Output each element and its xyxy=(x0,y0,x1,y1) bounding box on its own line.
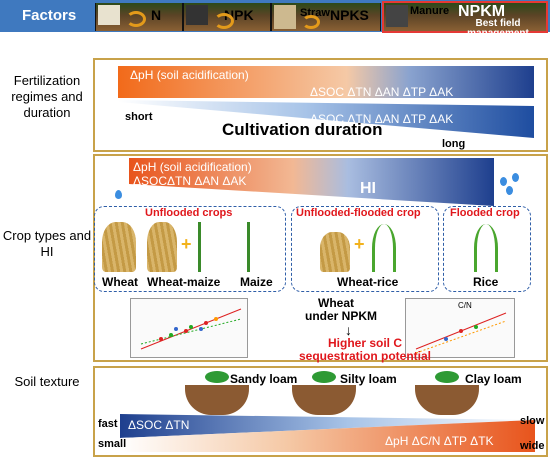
wheat-maize-label: Wheat-maize xyxy=(147,275,221,289)
water-drop-icon xyxy=(512,173,519,182)
water-drop-icon xyxy=(506,186,513,195)
factors-label: Factors xyxy=(22,7,77,24)
soil-ph-cn-label: ΔpH ΔC/N ΔTP ΔTK xyxy=(385,434,494,448)
curved-arrow-icon xyxy=(126,11,146,27)
npkm-label: NPKM xyxy=(458,3,506,20)
down-arrow-icon: ↓ xyxy=(345,322,352,338)
rice-icon xyxy=(474,224,498,272)
clay-loam-label: Clay loam xyxy=(465,372,522,386)
fertilizer-bag-icon xyxy=(98,5,120,25)
seedling-icon xyxy=(312,371,336,383)
curved-arrow-icon xyxy=(214,13,234,29)
straw-icon xyxy=(274,5,296,29)
unflooded-flooded-title: Unflooded-flooded crop xyxy=(296,207,421,219)
scatter-plot-left xyxy=(130,298,248,358)
crops-label: Crop types and HI xyxy=(2,224,92,264)
plus-icon: + xyxy=(354,234,365,254)
cn-label: C/N xyxy=(458,301,472,310)
fertilizer-bag-icon xyxy=(186,5,208,25)
flooded-title: Flooded crop xyxy=(450,207,520,219)
wide-label: wide xyxy=(520,440,545,452)
wheat-icon xyxy=(102,222,136,272)
clay-pot-icon xyxy=(415,385,479,415)
nutrient-labels-bottom: ΔSOC ΔTN ΔAN ΔTP ΔAK xyxy=(310,112,454,126)
bottom-wedge xyxy=(118,100,534,138)
ph-acidification-label: ΔpH (soil acidification) xyxy=(130,68,249,82)
tile-npks: Straw NPKS xyxy=(271,3,381,31)
wheat-icon xyxy=(320,232,350,272)
crops-nutrient-label: ΔSOCΔTN ΔAN ΔAK xyxy=(133,174,247,188)
npkm-wheat-line1: Wheat xyxy=(318,296,354,310)
wheat-rice-label: Wheat-rice xyxy=(337,275,399,289)
seedling-icon xyxy=(435,371,459,383)
unflooded-title: Unflooded crops xyxy=(145,207,233,219)
tile-n: N xyxy=(95,3,183,31)
crops-wedge xyxy=(129,158,494,206)
hi-label: HI xyxy=(360,180,376,197)
unflooded-group xyxy=(94,206,286,292)
slow-label: slow xyxy=(520,415,545,427)
seedling-icon xyxy=(205,371,229,383)
best-management-label: Best field management xyxy=(467,18,529,39)
higher-potential-line2: sequestration potential xyxy=(298,349,432,363)
soil-soc-tn-label: ΔSOC ΔTN xyxy=(128,418,190,432)
small-label: small xyxy=(98,438,127,450)
short-label: short xyxy=(125,111,153,123)
cow-icon xyxy=(386,5,408,27)
tile-npkm: Manure NPKM Best field management xyxy=(382,1,548,39)
maize-icon xyxy=(247,222,267,272)
silty-pot-icon xyxy=(292,385,356,415)
soil-wedges xyxy=(120,414,535,452)
water-drop-icon xyxy=(115,190,122,199)
sandy-loam-label: Sandy loam xyxy=(230,372,298,386)
fertilization-wedges xyxy=(118,66,534,138)
water-drop-icon xyxy=(500,177,507,186)
tile-npk: NPK xyxy=(183,3,271,31)
unflooded-flooded-group xyxy=(291,206,439,292)
wheat-icon xyxy=(147,222,177,272)
maize-icon xyxy=(198,222,218,272)
soil-label: Soil texture xyxy=(2,372,92,392)
higher-potential-line1: Higher soil C xyxy=(327,336,402,350)
curved-arrow-icon xyxy=(302,15,320,29)
silty-loam-label: Silty loam xyxy=(340,372,397,386)
npkm-wheat-line2: under NPKM xyxy=(305,309,377,323)
crops-ph-label: ΔpH (soil acidification) xyxy=(133,160,252,174)
wheat-label: Wheat xyxy=(102,275,138,289)
sandy-pot-icon xyxy=(185,385,249,415)
flooded-group xyxy=(443,206,531,292)
cultivation-duration-label: Cultivation duration xyxy=(222,120,383,139)
plus-icon: + xyxy=(181,234,192,254)
scatter-plot-right: C/N xyxy=(405,298,515,358)
long-label: long xyxy=(442,138,466,150)
rice-icon xyxy=(372,224,396,272)
nutrient-labels-top: ΔSOC ΔTN ΔAN ΔTP ΔAK xyxy=(310,85,454,99)
fast-label: fast xyxy=(98,418,118,430)
rice-label: Rice xyxy=(473,275,499,289)
maize-label: Maize xyxy=(240,275,273,289)
fertilization-label: Fertilization regimes and duration xyxy=(2,66,92,128)
top-wedge xyxy=(118,66,534,98)
